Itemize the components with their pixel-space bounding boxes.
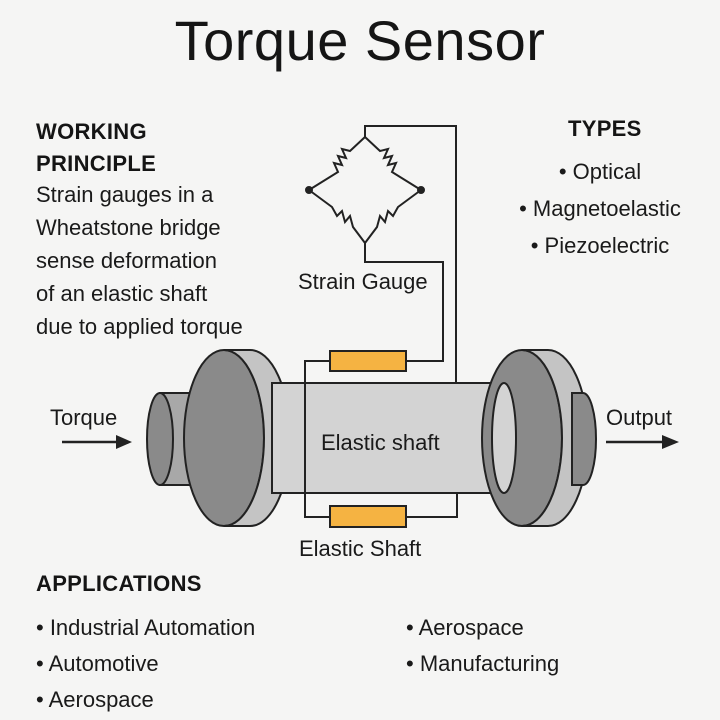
elastic-shaft-caption: Elastic Shaft — [299, 536, 421, 561]
node-dot — [417, 186, 425, 194]
strain-gauge-top — [329, 350, 407, 372]
application-item: • Aerospace — [36, 687, 154, 712]
resistor-icon — [364, 189, 422, 244]
text-line: of an elastic shaft — [36, 281, 208, 306]
output-stub — [571, 392, 597, 486]
application-item: • Manufacturing — [406, 651, 560, 676]
types-item: • Optical — [558, 159, 642, 184]
elastic-shaft-label: Elastic shaft — [321, 430, 440, 455]
strain-gauge-bottom — [329, 505, 407, 528]
torque-input-label: Torque — [50, 405, 117, 430]
heading-line: PRINCIPLE — [36, 151, 157, 176]
elastic-shaft — [271, 382, 505, 494]
applications-column-2: • Aerospace • Manufacturing — [406, 610, 559, 682]
working-principle-heading: WORKING PRINCIPLE — [36, 116, 236, 180]
resistor-icon — [308, 136, 366, 191]
wheatstone-bridge — [305, 136, 425, 244]
wire — [364, 243, 444, 362]
input-stub-face — [146, 392, 174, 486]
applications-heading: APPLICATIONS — [36, 571, 202, 596]
output-label: Output — [606, 405, 672, 430]
wire — [406, 490, 458, 518]
text-line: due to applied torque — [36, 314, 243, 339]
application-item: • Industrial Automation — [36, 615, 256, 640]
shaft-end — [491, 382, 517, 494]
text-line: Strain gauges in a — [36, 182, 214, 207]
working-principle-text: Strain gauges in a Wheatstone bridge sen… — [36, 178, 286, 343]
resistor-icon — [364, 136, 422, 191]
page-title: Torque Sensor — [174, 9, 546, 72]
applications-column-1: • Industrial Automation • Automotive • A… — [36, 610, 255, 718]
types-item: • Magnetoelastic — [519, 196, 681, 221]
application-item: • Automotive — [36, 651, 159, 676]
input-arrow-icon — [62, 435, 132, 449]
types-item: • Piezoelectric — [530, 233, 670, 258]
output-arrow-icon — [606, 435, 679, 449]
types-list: • Optical • Magnetoelastic • Piezoelectr… — [490, 153, 710, 264]
application-item: • Aerospace — [406, 615, 524, 640]
text-line: Wheatstone bridge — [36, 215, 221, 240]
node-dot — [305, 186, 313, 194]
wire — [364, 125, 457, 380]
strain-gauge-label: Strain Gauge — [298, 269, 428, 294]
types-heading: TYPES — [568, 116, 642, 141]
heading-line: WORKING — [36, 119, 147, 144]
resistor-icon — [308, 189, 366, 244]
text-line: sense deformation — [36, 248, 217, 273]
